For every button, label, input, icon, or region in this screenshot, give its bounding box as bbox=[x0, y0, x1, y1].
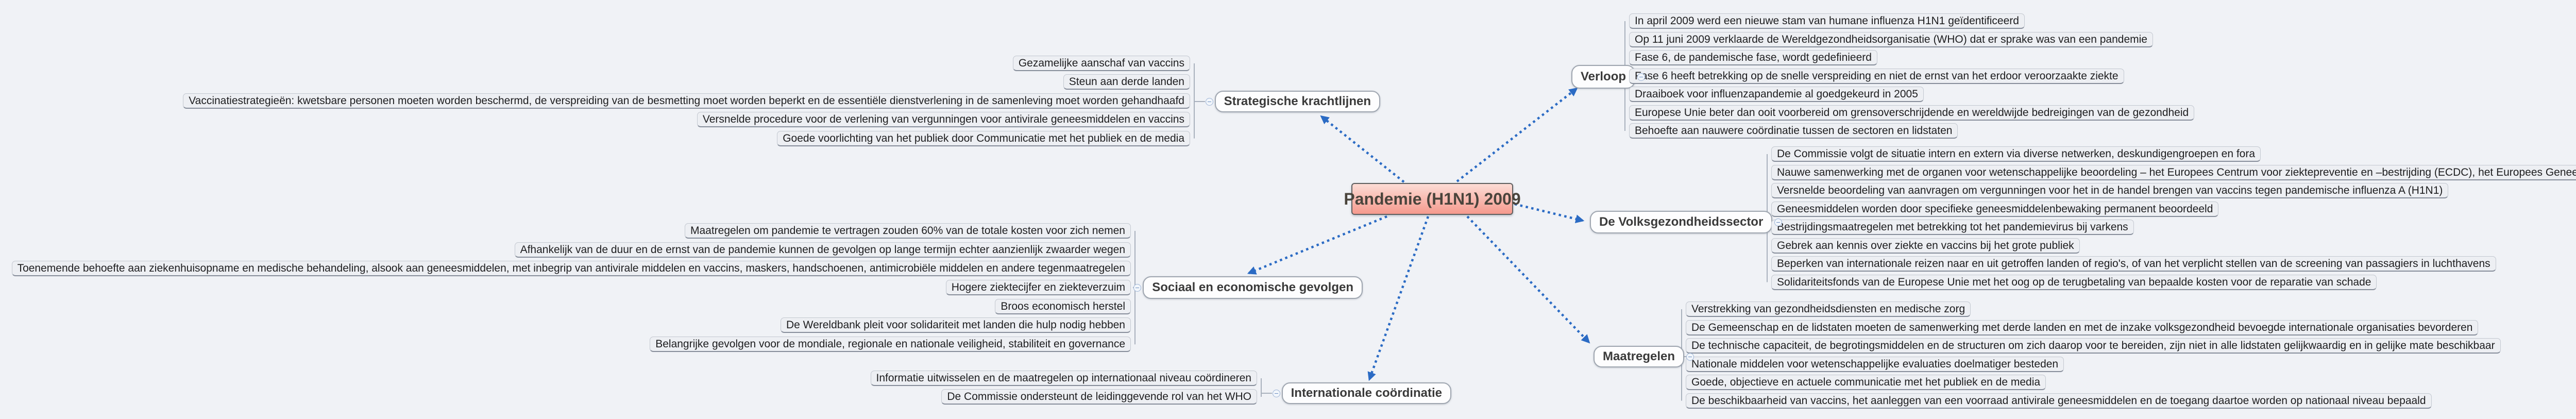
collapse-toggle[interactable] bbox=[1686, 353, 1694, 361]
topic-item[interactable]: Behoefte aan nauwere coördinatie tussen … bbox=[1629, 123, 1958, 139]
branch-strategische[interactable]: Strategische krachtlijnen bbox=[1214, 91, 1380, 112]
topic-item[interactable]: Vaccinatiestrategieën: kwetsbare persone… bbox=[183, 93, 1190, 109]
topic-item[interactable]: De beschikbaarheid van vaccins, het aanl… bbox=[1686, 393, 2432, 409]
topic-item[interactable]: Maatregelen om pandemie te vertragen zou… bbox=[684, 223, 1131, 239]
topic-item[interactable]: De Gemeenschap en de lidstaten moeten de… bbox=[1686, 320, 2479, 336]
branch-volksgezondheid[interactable]: De Volksgezondheidssector bbox=[1590, 211, 1773, 233]
branch-verloop[interactable]: Verloop bbox=[1571, 65, 1636, 89]
collapse-toggle[interactable] bbox=[1205, 97, 1213, 106]
topic-item[interactable]: Belangrijke gevolgen voor de mondiale, r… bbox=[650, 337, 1131, 353]
root-branch-connector bbox=[1514, 203, 1585, 224]
topic-item[interactable]: Gezamelijke aanschaf van vaccins bbox=[1012, 56, 1190, 71]
topic-item[interactable]: Informatie uitwisselen en de maatregelen… bbox=[870, 371, 1257, 386]
topic-item[interactable]: Europese Unie beter dan ooit voorbereid … bbox=[1629, 105, 2195, 121]
topic-item[interactable]: Versnelde beoordeling van aanvragen om v… bbox=[1771, 183, 2449, 198]
topic-item[interactable]: Draaiboek voor influenzapandemie al goed… bbox=[1629, 87, 1924, 102]
branch-items-internationale: Informatie uitwisselen en de maatregelen… bbox=[870, 371, 1257, 405]
topic-item[interactable]: De Wereldbank pleit voor solidariteit me… bbox=[780, 317, 1131, 333]
topic-item[interactable]: Verstrekking van gezondheidsdiensten en … bbox=[1686, 301, 1971, 317]
branch-items-bracket bbox=[1261, 378, 1272, 397]
topic-item[interactable]: Fase 6 heeft betrekking op de snelle ver… bbox=[1629, 68, 2124, 84]
topic-item[interactable]: In april 2009 werd een nieuwe stam van h… bbox=[1629, 13, 2025, 29]
branch-items-verloop: In april 2009 werd een nieuwe stam van h… bbox=[1629, 13, 2195, 139]
topic-item[interactable]: De Commissie ondersteunt de leidinggeven… bbox=[941, 389, 1257, 405]
root-branch-connector bbox=[1456, 87, 1578, 182]
root-branch-connector bbox=[1320, 115, 1405, 183]
root-branch-connector bbox=[1247, 215, 1387, 275]
branch-items-sociaal: Maatregelen om pandemie te vertragen zou… bbox=[11, 223, 1131, 353]
collapse-toggle[interactable] bbox=[1133, 283, 1141, 292]
topic-item[interactable]: Versnelde procedure voor de verlening va… bbox=[697, 112, 1190, 128]
topic-item[interactable]: Geneesmiddelen worden door specifieke ge… bbox=[1771, 201, 2219, 217]
topic-item[interactable]: De Commissie volgt de situatie intern en… bbox=[1771, 146, 2261, 162]
topic-item[interactable]: Steun aan derde landen bbox=[1063, 74, 1190, 90]
root-topic[interactable]: Pandemie (H1N1) 2009 bbox=[1344, 183, 1521, 215]
branch-maatregelen[interactable]: Maatregelen bbox=[1594, 346, 1685, 367]
topic-item[interactable]: Op 11 juni 2009 verklaarde de Wereldgezo… bbox=[1629, 31, 2153, 47]
topic-item[interactable]: Nationale middelen voor wetenschappelijk… bbox=[1686, 356, 2064, 372]
topic-item[interactable]: Broos economisch herstel bbox=[995, 298, 1131, 314]
branch-items-volksgezondheid: De Commissie volgt de situatie intern en… bbox=[1771, 146, 2576, 290]
topic-item[interactable]: Bestrijdingsmaatregelen met betrekking t… bbox=[1771, 220, 2134, 235]
topic-item[interactable]: Beperken van internationale reizen naar … bbox=[1771, 256, 2496, 272]
root-branch-connector bbox=[1466, 215, 1590, 344]
topic-item[interactable]: Gebrek aan kennis over ziekte en vaccins… bbox=[1771, 238, 2080, 254]
root-branch-connector bbox=[1367, 216, 1430, 381]
branch-items-bracket bbox=[1194, 63, 1205, 139]
collapse-toggle[interactable] bbox=[1774, 218, 1782, 226]
branch-internationale[interactable]: Internationale coördinatie bbox=[1281, 382, 1451, 404]
topic-item[interactable]: Hogere ziektecijfer en ziekteverzuim bbox=[945, 280, 1131, 296]
topic-item[interactable]: Toenemende behoefte aan ziekenhuisopname… bbox=[11, 261, 1131, 277]
topic-item[interactable]: Fase 6, de pandemische fase, wordt gedef… bbox=[1629, 50, 1877, 65]
topic-item[interactable]: Goede voorlichting van het publiek door … bbox=[777, 130, 1190, 146]
topic-item[interactable]: Nauwe samenwerking met de organen voor w… bbox=[1771, 164, 2576, 180]
collapse-toggle[interactable] bbox=[1637, 73, 1645, 81]
topic-item[interactable]: De technische capaciteit, de begrotingsm… bbox=[1686, 338, 2501, 354]
branch-items-maatregelen: Verstrekking van gezondheidsdiensten en … bbox=[1686, 301, 2501, 409]
topic-item[interactable]: Afhankelijk van de duur en de ernst van … bbox=[514, 242, 1131, 258]
topic-item[interactable]: Solidariteitsfonds van de Europese Unie … bbox=[1771, 274, 2377, 290]
branch-sociaal[interactable]: Sociaal en economische gevolgen bbox=[1143, 276, 1363, 299]
collapse-toggle[interactable] bbox=[1272, 389, 1280, 397]
topic-item[interactable]: Goede, objectieve en actuele communicati… bbox=[1686, 375, 2046, 390]
